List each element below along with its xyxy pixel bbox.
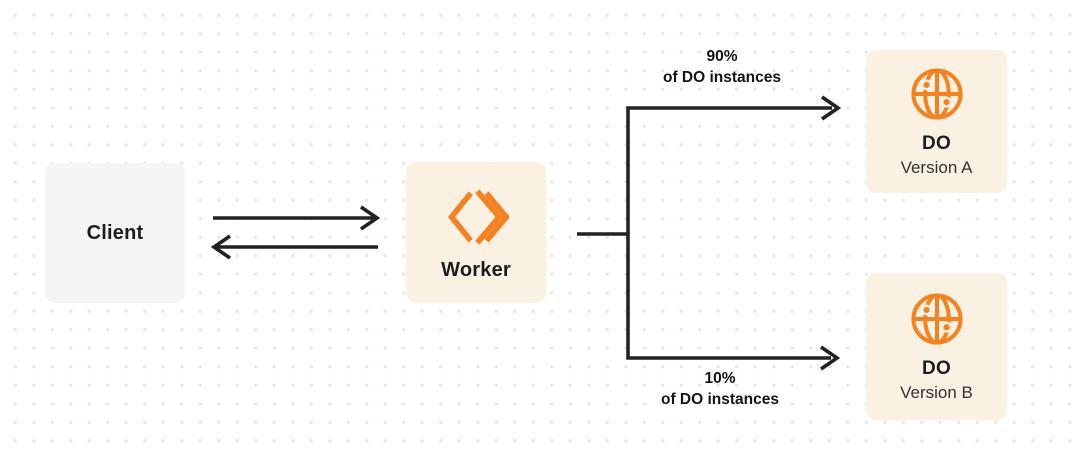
branch-caption-90: of DO instances (663, 69, 781, 86)
worker-label: Worker (441, 258, 511, 281)
branch-caption-10: of DO instances (661, 391, 779, 408)
branch-label-90: 90% of DO instances (592, 46, 852, 88)
node-worker: Worker (406, 162, 546, 303)
arrowhead-right-icon (359, 205, 381, 231)
arrowhead-left-icon (210, 234, 232, 260)
branch-label-10: 10% of DO instances (590, 368, 850, 410)
branch-connector (577, 106, 832, 360)
arrowhead-top-branch-icon (820, 95, 842, 121)
branch-percent-10: 10% (704, 370, 736, 387)
client-label: Client (86, 221, 144, 244)
globe-icon (908, 290, 966, 348)
node-do-version-b: DO Version B (866, 273, 1007, 420)
workers-icon (443, 184, 511, 250)
do-a-subtitle: Version A (900, 158, 973, 177)
arrowhead-bottom-branch-icon (819, 345, 841, 371)
do-a-title: DO (922, 133, 951, 154)
do-b-subtitle: Version B (900, 383, 973, 402)
globe-icon (908, 65, 966, 123)
node-client: Client (45, 163, 185, 303)
node-do-version-a: DO Version A (866, 50, 1007, 193)
branch-percent-90: 90% (706, 48, 738, 65)
do-b-title: DO (922, 358, 951, 379)
